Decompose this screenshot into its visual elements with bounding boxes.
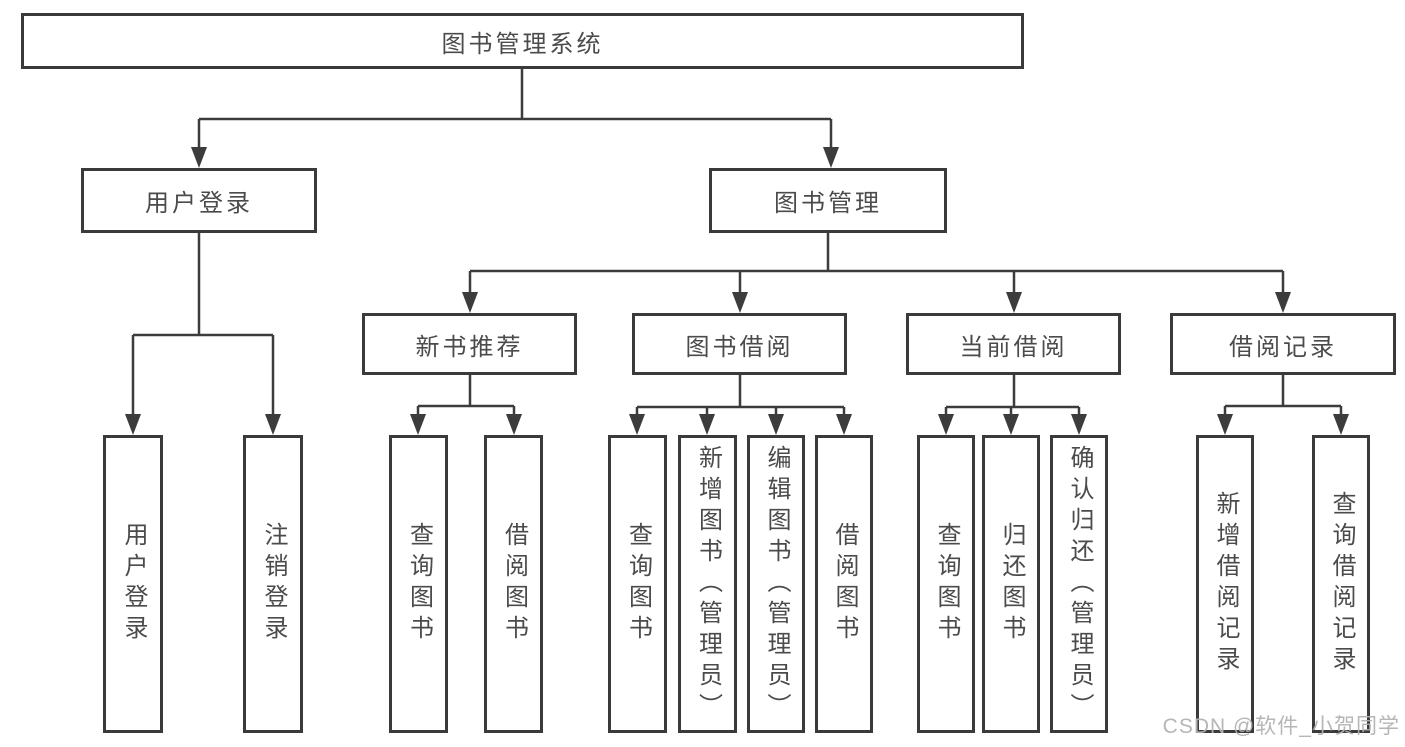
node-new-book-rec: 新书推荐 <box>362 313 577 375</box>
leaf-query-books-rec: 查询图书 <box>389 435 448 733</box>
leaf-user-login: 用户登录 <box>103 435 163 733</box>
node-root-system: 图书管理系统 <box>21 13 1024 69</box>
node-book-borrow: 图书借阅 <box>632 313 847 375</box>
csdn-watermark: CSDN @软件_小贺同学 <box>1162 715 1400 738</box>
leaf-logout: 注销登录 <box>243 435 303 733</box>
connector-new-book-rec <box>416 375 516 417</box>
node-borrow-records: 借阅记录 <box>1170 313 1396 375</box>
connector-current-borrow <box>944 375 1081 417</box>
connector-root <box>197 69 833 150</box>
leaf-add-books-admin: 新增图书（管理员） <box>678 435 737 733</box>
leaf-return-books: 归还图书 <box>982 435 1040 733</box>
connector-book-mgmt-group <box>468 233 1285 295</box>
leaf-borrow-books: 借阅图书 <box>815 435 873 733</box>
leaf-edit-books-admin: 编辑图书（管理员） <box>747 435 805 733</box>
node-book-mgmt-group: 图书管理 <box>709 168 947 233</box>
leaf-borrow-books-rec: 借阅图书 <box>484 435 543 733</box>
connector-book-borrow <box>635 375 846 417</box>
leaf-query-books-borrow: 查询图书 <box>608 435 667 733</box>
arrowhead-icons <box>125 147 1349 435</box>
leaf-query-borrow-record: 查询借阅记录 <box>1312 435 1370 733</box>
node-current-borrow: 当前借阅 <box>906 313 1121 375</box>
leaf-confirm-return-admin: 确认归还（管理员） <box>1050 435 1108 733</box>
node-user-login-group: 用户登录 <box>81 168 317 233</box>
leaf-query-books-current: 查询图书 <box>917 435 975 733</box>
leaf-add-borrow-record: 新增借阅记录 <box>1196 435 1254 733</box>
connector-borrow-records <box>1223 375 1343 417</box>
connector-lines <box>131 69 1343 417</box>
connector-user-login-group <box>131 233 275 417</box>
